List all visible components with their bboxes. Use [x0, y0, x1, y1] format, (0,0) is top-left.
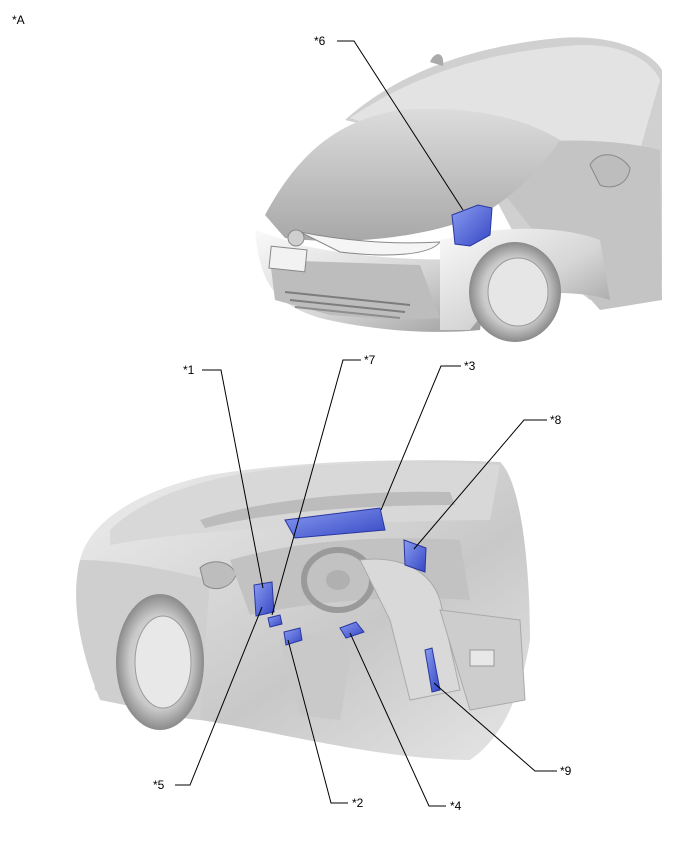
vehicle-front-view: [255, 37, 662, 342]
component-8: [403, 539, 427, 573]
callout-label-8: *8: [550, 413, 562, 427]
callout-label-7: *7: [364, 353, 376, 367]
component-9: [424, 647, 441, 693]
component-7: [267, 614, 283, 628]
callout-label-9: *9: [560, 764, 572, 778]
callout-label-6: *6: [314, 34, 326, 48]
component-4: [339, 621, 365, 639]
component-3: [284, 507, 386, 539]
callout-label-5: *5: [153, 778, 165, 792]
vehicle-interior-view: [76, 460, 530, 760]
component-1: [253, 581, 275, 617]
callout-label-2: *2: [352, 796, 364, 810]
component-6: [451, 204, 493, 247]
view-label: *A: [12, 13, 25, 27]
callout-label-1: *1: [183, 363, 195, 377]
callout-label-4: *4: [450, 799, 462, 813]
leader-lines: [175, 40, 557, 807]
callout-label-3: *3: [464, 359, 476, 373]
